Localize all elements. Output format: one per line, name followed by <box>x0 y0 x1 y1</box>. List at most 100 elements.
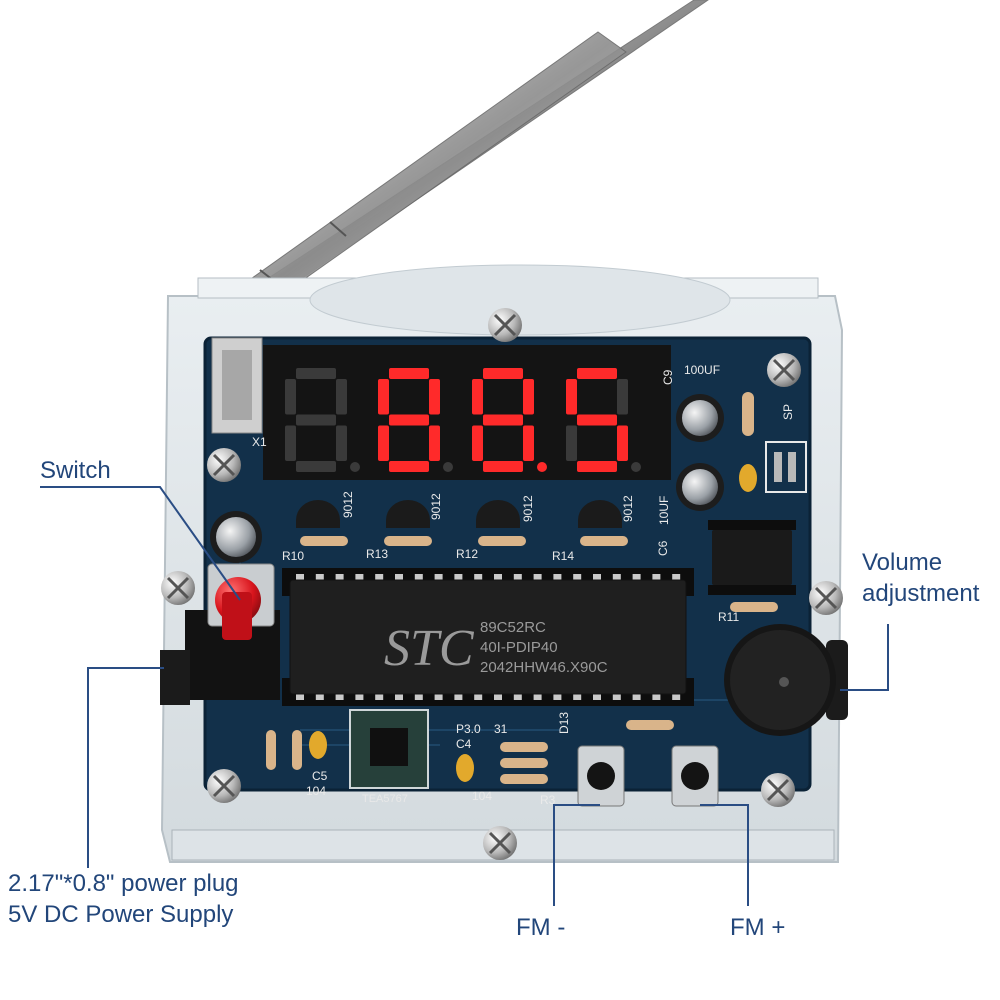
digit-2 <box>378 368 453 472</box>
segment-g <box>296 414 336 426</box>
segment-d <box>483 461 523 472</box>
decimal-point <box>537 462 547 472</box>
speaker-connector <box>765 441 807 493</box>
segment-c <box>617 425 628 461</box>
silkscreen-q2: 9012 <box>429 493 443 520</box>
segment-d <box>389 461 429 472</box>
screw-icon <box>161 571 195 605</box>
fm-minus-leader <box>553 804 600 906</box>
silkscreen-c9-value: 100UF <box>684 363 720 377</box>
digit-1 <box>285 368 360 472</box>
silkscreen-d13: D13 <box>557 712 571 734</box>
silkscreen-c4-value: 104 <box>472 789 492 803</box>
segment-a <box>296 368 336 379</box>
chip-code: 2042HHW46.X90C <box>480 659 608 676</box>
screw-icon <box>488 308 522 342</box>
screws <box>161 308 843 860</box>
antenna-bracket <box>211 337 263 434</box>
switch-leader <box>40 486 241 601</box>
segment-c <box>523 425 534 461</box>
digit-3 <box>472 368 547 472</box>
silkscreen-r11: R11 <box>718 610 739 624</box>
silkscreen-c10: 10UF <box>657 496 671 525</box>
silkscreen-c9: C9 <box>661 369 675 385</box>
silkscreen-c6: C6 <box>656 540 670 556</box>
segment-a <box>389 368 429 379</box>
volume-callout-line2: adjustment <box>862 580 980 607</box>
decimal-point <box>443 462 453 472</box>
silkscreen-r13: R13 <box>366 547 388 561</box>
segment-e <box>566 425 577 461</box>
fm-plus-button[interactable] <box>671 745 719 807</box>
amplifier-ic <box>708 520 796 595</box>
silkscreen-q1: 9012 <box>341 491 355 518</box>
power-callout-line2: 5V DC Power Supply <box>8 901 234 928</box>
segment-b <box>617 379 628 415</box>
segment-a <box>577 368 617 379</box>
silkscreen-r3: R3 <box>540 793 556 807</box>
volume-knob[interactable] <box>724 624 848 736</box>
digit-4 <box>566 368 641 472</box>
ceramic-capacitors <box>309 464 757 782</box>
electrolytic-capacitors <box>210 394 724 563</box>
mcu-chip <box>282 568 694 706</box>
screw-icon <box>483 826 517 860</box>
silkscreen-x1: X1 <box>252 435 267 449</box>
screw-icon <box>767 353 801 387</box>
silkscreen-p30: P3.0 <box>456 722 481 736</box>
fm-plus-callout: FM + <box>730 914 786 941</box>
silkscreen-sp: SP <box>781 404 795 420</box>
display-digits <box>285 368 641 472</box>
segment-c <box>336 425 347 461</box>
segment-b <box>429 379 440 415</box>
segment-d <box>296 461 336 472</box>
silkscreen-r10: R10 <box>282 549 304 563</box>
chip-package: 40I-PDIP40 <box>480 639 558 656</box>
power-callout-line1: 2.17"*0.8" power plug <box>8 870 239 897</box>
resistors <box>266 392 778 784</box>
segment-f <box>378 379 389 415</box>
segment-b <box>336 379 347 415</box>
silkscreen-r14: R14 <box>552 549 574 563</box>
segment-a <box>483 368 523 379</box>
volume-callout: Volume adjustment <box>862 547 979 609</box>
fm-minus-callout: FM - <box>516 914 566 941</box>
volume-callout-line1: Volume <box>862 549 943 576</box>
transistor-row <box>296 500 622 528</box>
segment-d <box>577 461 617 472</box>
silkscreen-p31: 31 <box>494 722 508 736</box>
chip-brand: STC <box>384 620 475 677</box>
segment-g <box>577 414 617 426</box>
decimal-point <box>350 462 360 472</box>
silkscreen-r12: R12 <box>456 547 478 561</box>
silkscreen-c5: C5 <box>312 769 328 783</box>
silkscreen-q3: 9012 <box>521 495 535 522</box>
screw-icon <box>809 581 843 615</box>
segment-e <box>285 425 296 461</box>
silkscreen-q4: 9012 <box>621 495 635 522</box>
silkscreen-c5-value: 104 <box>306 784 326 798</box>
segment-c <box>429 425 440 461</box>
chip-model: 89C52RC <box>480 619 546 636</box>
power-callout: 2.17"*0.8" power plug 5V DC Power Supply <box>8 868 239 930</box>
volume-leader <box>840 624 889 691</box>
segment-g <box>389 414 429 426</box>
switch-callout: Switch <box>40 457 111 484</box>
segment-f <box>566 379 577 415</box>
module-label: TEA5767 <box>362 793 408 805</box>
telescopic-antenna <box>247 0 709 300</box>
seven-segment-display <box>263 345 671 480</box>
screw-icon <box>761 773 795 807</box>
segment-e <box>472 425 483 461</box>
segment-b <box>523 379 534 415</box>
power-leader <box>87 667 164 868</box>
fm-plus-leader <box>700 804 749 906</box>
fm-minus-button[interactable] <box>577 745 625 807</box>
decimal-point <box>631 462 641 472</box>
silkscreen-c4: C4 <box>456 737 472 751</box>
screw-icon <box>207 448 241 482</box>
segment-e <box>378 425 389 461</box>
callout-lines <box>40 486 889 906</box>
